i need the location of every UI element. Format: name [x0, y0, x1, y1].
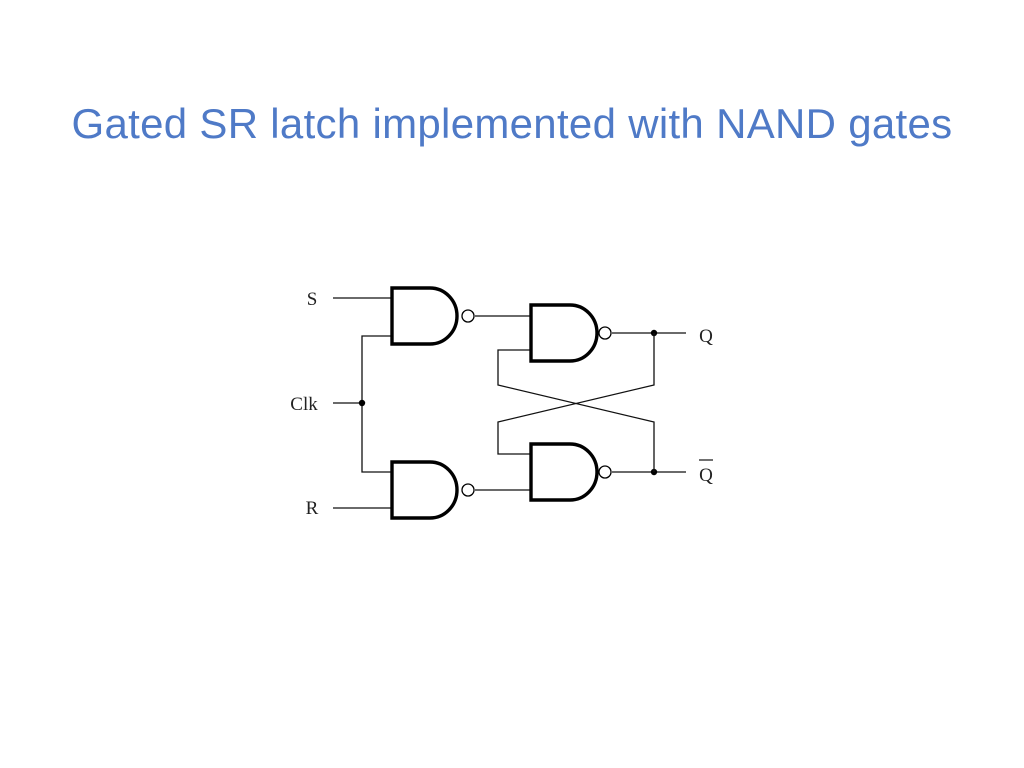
inverter-bubble: [461, 483, 475, 497]
nand-gate-3: [529, 303, 612, 363]
wire-feedback-q-bar: [497, 349, 655, 472]
wire-feedback-q: [497, 333, 655, 455]
nand-gate-2: [390, 460, 475, 520]
nand-gate-4: [529, 442, 612, 502]
output-label-q: Q: [699, 326, 713, 347]
junction-clk: [358, 399, 366, 407]
input-label-clk: Clk: [290, 394, 318, 415]
input-label-r: R: [306, 498, 319, 519]
inverter-bubble: [461, 309, 475, 323]
nand-gate-1: [390, 286, 475, 346]
inverter-bubble: [598, 326, 612, 340]
input-label-s: S: [307, 289, 318, 310]
wire-clk-bus: [361, 335, 392, 473]
slide-title: Gated SR latch implemented with NAND gat…: [71, 100, 953, 147]
inverter-bubble: [598, 465, 612, 479]
output-label-q-bar: Q: [699, 465, 713, 486]
